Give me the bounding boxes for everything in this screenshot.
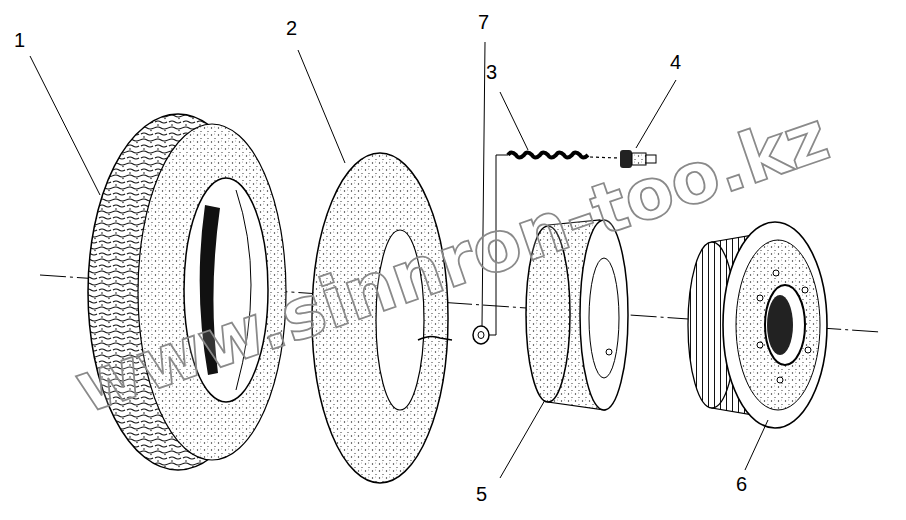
callout-number: 7 <box>478 12 489 32</box>
callout-number: 2 <box>286 18 297 38</box>
callout-number: 3 <box>486 62 497 82</box>
callout-number: 5 <box>476 484 487 504</box>
callout-number: 6 <box>736 474 747 494</box>
callout-number: 1 <box>14 30 25 50</box>
callout-number: 4 <box>670 52 681 72</box>
